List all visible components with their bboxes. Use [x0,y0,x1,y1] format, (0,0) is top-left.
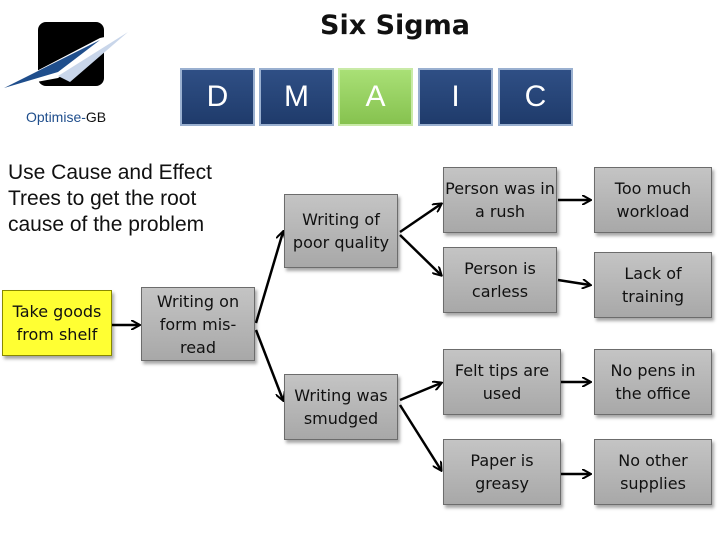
arrow-careless-to-training [557,278,590,285]
node-lack-training: Lack of training [594,252,712,318]
brand-name: Optimise-GB [26,109,107,125]
node-take-goods: Take goods from shelf [2,290,112,356]
arrow-poor-to-careless [399,234,441,275]
node-felt-tips: Felt tips are used [443,349,561,415]
phase-define: D [180,68,255,126]
arrow-poor-to-rush [399,204,441,234]
node-no-pens: No pens in the office [594,349,712,415]
instruction-text: Use Cause and Effect Trees to get the ro… [8,161,212,236]
arrow-smudged-to-greasy [398,404,441,470]
arrow-level1-to-poor-quality [254,232,283,324]
node-too-much-workload: Too much workload [594,167,712,233]
phase-analyze: A [338,68,413,126]
arrow-smudged-to-felt [399,383,441,402]
node-writing-smudged: Writing was smudged [284,374,398,440]
phase-improve: I [418,68,493,126]
node-person-careless: Person is carless [443,247,557,313]
node-person-rush: Person was in a rush [443,167,557,233]
optimise-gb-logo-icon [4,22,128,88]
node-writing-misread: Writing on form mis-read [141,287,255,361]
page-title: Six Sigma [320,10,470,41]
arrow-level1-to-smudged [254,329,283,400]
node-paper-greasy: Paper is greasy [443,439,561,505]
phase-measure: M [259,68,334,126]
node-writing-poor-quality: Writing of poor quality [284,194,398,268]
phase-control: C [498,68,573,126]
node-no-supplies: No other supplies [594,439,712,505]
